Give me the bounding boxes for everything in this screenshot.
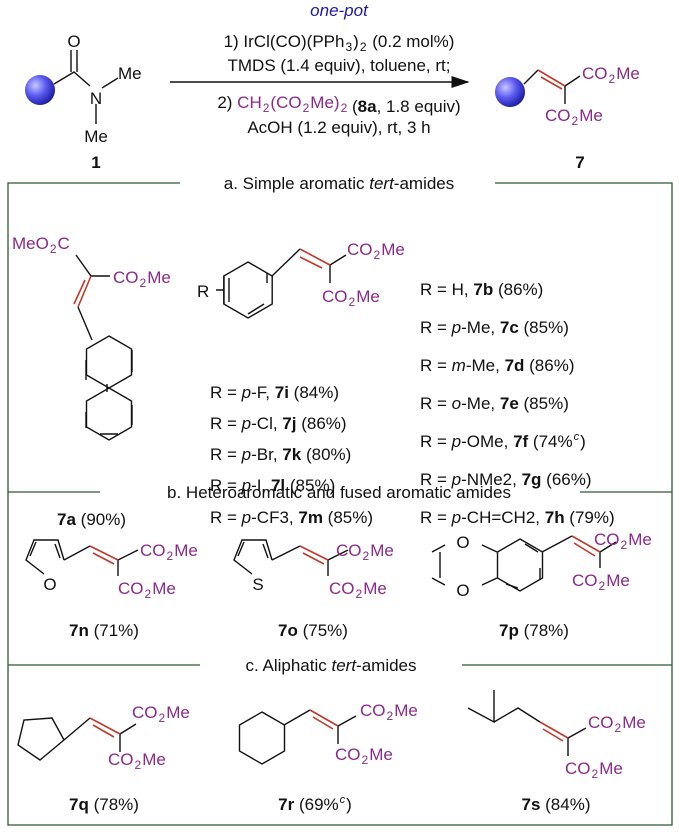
substituent-list-left: R = p-F, 7i (84%) R = p-Cl, 7j (86%) R = p…	[210, 383, 373, 527]
starting-amide-1: O N Me Me 1	[25, 32, 142, 172]
label-7r: 7r (69%c)	[278, 794, 352, 814]
section-a-title: a. Simple aromatic tert-amides	[224, 174, 455, 193]
substituent-entry: R = p-Br, 7k (80%)	[210, 445, 351, 464]
ring	[85, 387, 133, 441]
substituent-entry: R = p-I, 7l (85%)	[210, 476, 335, 495]
frame	[7, 182, 673, 826]
methyl: Me	[118, 64, 142, 83]
label-7p: 7p (78%)	[499, 621, 569, 640]
atom-o: O	[456, 533, 469, 552]
ester-group: CO2Me	[322, 287, 380, 309]
substituent-entry: R = H, 7b (86%)	[420, 280, 543, 299]
compound-7a: MeO2C CO2Me	[12, 234, 171, 441]
substituent-entry: R = m-Me, 7d (86%)	[420, 356, 575, 375]
label-7q: 7q (78%)	[69, 795, 139, 814]
ester-group: CO2Me	[132, 703, 190, 725]
label-7n: 7n (71%)	[69, 621, 139, 640]
ester-group: CO2Me	[335, 745, 393, 767]
atom-o: O	[67, 32, 80, 51]
label-7o: 7o (75%)	[278, 621, 348, 640]
step1-line2: TMDS (1.4 equiv), toluene, rt;	[228, 56, 451, 75]
substituent-entry: R = p-NMe2, 7g (66%)	[420, 470, 592, 489]
methyl: Me	[84, 127, 108, 146]
substituent-sphere-icon	[25, 75, 55, 105]
r-group-label: R	[197, 282, 209, 301]
compound-label-1: 1	[91, 153, 100, 172]
substituent-entry: R = p-CF3, 7m (85%)	[210, 508, 373, 527]
one-pot-label: one-pot	[310, 1, 369, 20]
compound-aryl-generic: R CO2Me CO2Me	[197, 240, 405, 319]
substituent-entry: R = p-F, 7i (84%)	[210, 383, 339, 402]
ester-group: CO2Me	[108, 750, 166, 772]
ester-group: CO2Me	[565, 759, 623, 781]
label-7a: 7a (90%)	[57, 510, 126, 529]
ester-group: CO2Me	[582, 64, 640, 86]
ring	[238, 711, 286, 765]
ring	[223, 261, 273, 319]
compound-7n: O CO2Me CO2Me 7n (71%)	[25, 539, 198, 640]
atom-s: S	[252, 575, 263, 594]
compound-7o: S CO2Me CO2Me 7o (75%)	[233, 539, 394, 640]
substituent-entry: R = p-Me, 7c (85%)	[420, 318, 569, 337]
ester-group: CO2Me	[336, 541, 394, 563]
section-b-title: b. Heteroaromatic and fused aromatic ami…	[167, 483, 511, 502]
substituent-entry: R = p-Cl, 7j (86%)	[210, 414, 347, 433]
ester-group: CO2Me	[594, 530, 652, 552]
ester-group: CO2Me	[360, 701, 418, 723]
atom-o: O	[43, 575, 56, 594]
ester-group: CO2Me	[113, 268, 171, 290]
ring	[85, 335, 133, 389]
ring	[496, 538, 544, 592]
section-c-title: c. Aliphatic tert-amides	[245, 656, 416, 675]
product-7: CO2Me CO2Me 7	[495, 64, 640, 172]
substituent-sphere-icon	[495, 77, 525, 107]
ester-group: CO2Me	[347, 240, 405, 262]
step1-line1: 1) IrCl(CO)(PPh3)2 (0.2 mol%)	[224, 32, 455, 54]
step2-line2: AcOH (1.2 equiv), rt, 3 h	[247, 118, 430, 137]
ester-group: CO2Me	[118, 579, 176, 601]
substituent-entry: R = p-CH=CH2, 7h (79%)	[420, 508, 615, 527]
compound-7p: O O CO2Me CO2Me 7p (78%)	[431, 530, 652, 640]
substituent-entry: R = p-OMe, 7f (74%c)	[420, 431, 586, 451]
atom-o: O	[456, 581, 469, 600]
substituent-list-right: R = H, 7b (86%) R = p-Me, 7c (85%) R = m-M…	[420, 280, 615, 527]
ester-group: CO2Me	[329, 579, 387, 601]
ester-group: MeO2C	[12, 234, 70, 256]
ester-group: CO2Me	[545, 106, 603, 128]
ester-group: CO2Me	[140, 541, 198, 563]
ester-group: CO2Me	[572, 571, 630, 593]
compound-7s: CO2Me CO2Me 7s (84%)	[467, 690, 646, 814]
compound-7q: CO2Me CO2Me 7q (78%)	[17, 703, 190, 814]
substituent-entry: R = o-Me, 7e (85%)	[420, 394, 569, 413]
atom-n: N	[90, 89, 102, 108]
compound-7r: CO2Me CO2Me 7r (69%c)	[238, 701, 418, 814]
compound-label-7: 7	[575, 153, 584, 172]
ester-group: CO2Me	[588, 713, 646, 735]
step2-line1: 2) CH2(CO2Me)2 (8a, 1.8 equiv)	[217, 93, 460, 116]
label-7s: 7s (84%)	[521, 795, 590, 814]
